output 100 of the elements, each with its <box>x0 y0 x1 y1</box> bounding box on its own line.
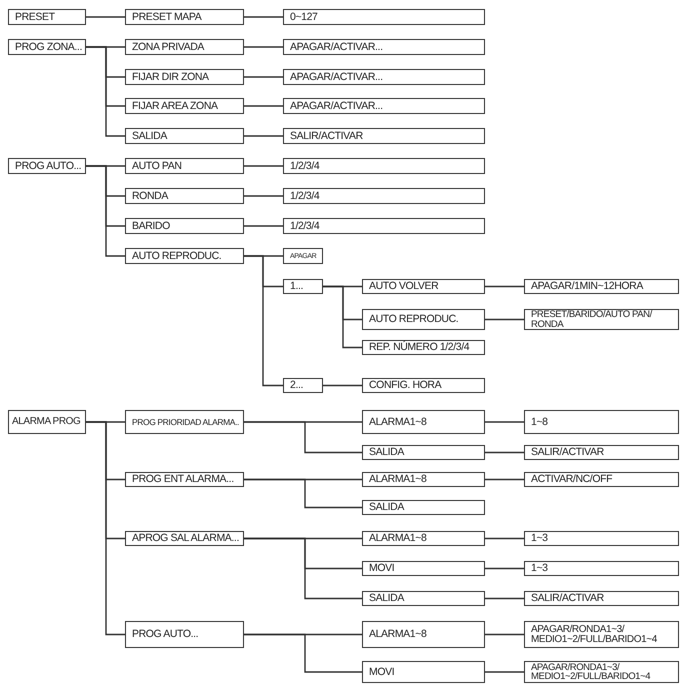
menu-label: ALARMA PROG <box>12 417 80 427</box>
menu-label: AUTO PAN <box>132 160 182 172</box>
menu-label: FIJAR DIR ZONA <box>132 72 209 82</box>
menu-label: APAGAR/ACTIVAR... <box>290 100 383 112</box>
menu-label: ZONA PRIVADA <box>132 42 204 52</box>
connector-line <box>244 634 362 673</box>
menu-label: PRESET <box>15 12 55 22</box>
menu-label: PROG AUTO... <box>132 629 198 640</box>
menu-label: BARIDO <box>132 220 170 232</box>
menu-box <box>524 591 679 606</box>
menu-box <box>8 410 86 434</box>
connector-line <box>244 46 283 48</box>
connector-line <box>485 538 524 540</box>
menu-label: ALARMA1~8 <box>369 474 426 485</box>
menu-box <box>125 9 244 25</box>
menu-box <box>362 472 485 487</box>
connector-line <box>244 195 283 197</box>
menu-box <box>8 39 86 55</box>
menu-box <box>524 309 679 330</box>
menu-box <box>8 158 86 174</box>
menu-box <box>362 445 485 460</box>
menu-box <box>283 128 485 144</box>
menu-label: ALARMA1~8 <box>369 416 426 428</box>
menu-label: SALIDA <box>369 502 404 513</box>
menu-label: SALIR/ACTIVAR <box>290 130 363 142</box>
menu-box <box>283 279 323 294</box>
connector-line <box>485 286 524 288</box>
connector-line <box>244 16 283 18</box>
menu-label: 1/2/3/4 <box>290 160 320 172</box>
menu-box <box>362 591 485 606</box>
menu-label: ACTIVAR/NC/OFF <box>531 474 612 485</box>
menu-box <box>524 472 679 487</box>
menu-label: 1~8 <box>531 416 548 428</box>
menu-box <box>362 340 485 355</box>
menu-box <box>524 621 679 648</box>
menu-label: SALIDA <box>132 130 167 142</box>
menu-label: PRESET/BARIDO/AUTO PAN/ RONDA <box>531 310 654 329</box>
connector-line <box>244 255 283 386</box>
menu-box <box>362 378 485 393</box>
menu-box <box>125 188 244 204</box>
menu-label: PROG PRIORIDAD ALARMA.. <box>132 418 239 426</box>
menu-box <box>362 561 485 576</box>
menu-label: ALARMA1~8 <box>369 533 426 544</box>
menu-box <box>524 445 679 460</box>
menu-box <box>283 69 485 85</box>
connector-line <box>244 478 362 508</box>
menu-label: APROG SAL ALARMA... <box>132 533 239 544</box>
connector-line <box>485 634 524 636</box>
menu-label: FIJAR AREA ZONA <box>132 100 218 112</box>
connector-line <box>485 671 524 673</box>
menu-label: MOVI <box>369 563 394 574</box>
menu-box <box>524 531 679 546</box>
menu-label: 1~3 <box>531 563 548 574</box>
menu-box <box>283 9 485 25</box>
menu-label: PROG AUTO... <box>15 160 82 172</box>
connector-line <box>86 165 125 257</box>
connector-line <box>485 318 524 320</box>
menu-label: 1~3 <box>531 533 548 544</box>
menu-box <box>283 378 323 393</box>
connector-line <box>244 165 283 167</box>
menu-box <box>125 248 244 264</box>
menu-box <box>362 309 485 330</box>
connector-line <box>244 76 283 78</box>
connector-line <box>244 538 362 600</box>
menu-label: PROG ENT ALARMA... <box>132 474 234 485</box>
menu-label: APAGAR/RONDA1~3/ MEDIO1~2/FULL/BARIDO1~4 <box>531 624 658 644</box>
menu-label: 0~127 <box>290 12 318 22</box>
menu-box <box>125 158 244 174</box>
menu-label: RONDA <box>132 190 168 202</box>
menu-label: 1/2/3/4 <box>290 190 320 202</box>
menu-box <box>362 500 485 515</box>
connector-line <box>485 478 524 480</box>
menu-label: SALIR/ACTIVAR <box>531 447 604 458</box>
menu-box <box>125 218 244 234</box>
menu-box <box>125 98 244 114</box>
menu-label: APAGAR/ACTIVAR... <box>290 42 383 52</box>
menu-box <box>125 472 244 487</box>
menu-label: ALARMA1~8 <box>369 629 426 640</box>
menu-label: AUTO VOLVER <box>369 281 438 292</box>
menu-label: SALIDA <box>369 447 404 458</box>
menu-label: 2... <box>290 380 303 391</box>
menu-box <box>283 158 485 174</box>
menu-label: 1/2/3/4 <box>290 220 320 232</box>
menu-box <box>283 188 485 204</box>
menu-label: MOVI <box>369 666 394 678</box>
connector-line <box>244 421 362 454</box>
menu-label: APAGAR/1MIN~12HORA <box>531 281 643 292</box>
menu-box <box>283 39 485 55</box>
connector-line <box>244 105 283 107</box>
menu-box <box>524 279 679 294</box>
menu-box <box>362 531 485 546</box>
menu-box <box>362 279 485 294</box>
menu-box <box>125 621 244 648</box>
menu-box <box>362 410 485 434</box>
menu-label: AUTO REPRODUC. <box>369 314 458 325</box>
connector-line <box>485 421 524 423</box>
menu-box <box>524 661 679 683</box>
menu-label: CONFIG. HORA <box>369 380 442 391</box>
connector-line <box>86 46 125 137</box>
menu-label: PRESET MAPA <box>132 12 202 22</box>
